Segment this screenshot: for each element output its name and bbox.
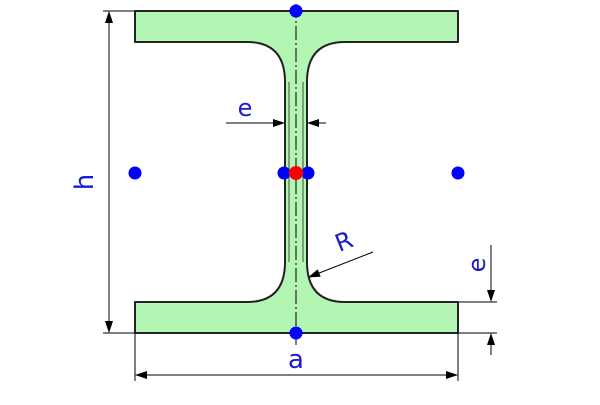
flange-thickness-label: e [463, 258, 491, 273]
point-bottom [289, 326, 303, 340]
width-label: a [288, 345, 304, 375]
point-right [451, 166, 465, 180]
height-label: h [70, 174, 100, 190]
centroid-point [289, 166, 303, 180]
point-web-left [277, 166, 291, 180]
radius-label: R [331, 225, 357, 257]
point-web-right [301, 166, 315, 180]
radius-leader [308, 251, 374, 278]
point-top [289, 4, 303, 18]
point-left [128, 166, 142, 180]
web-thickness-label: e [238, 94, 253, 122]
